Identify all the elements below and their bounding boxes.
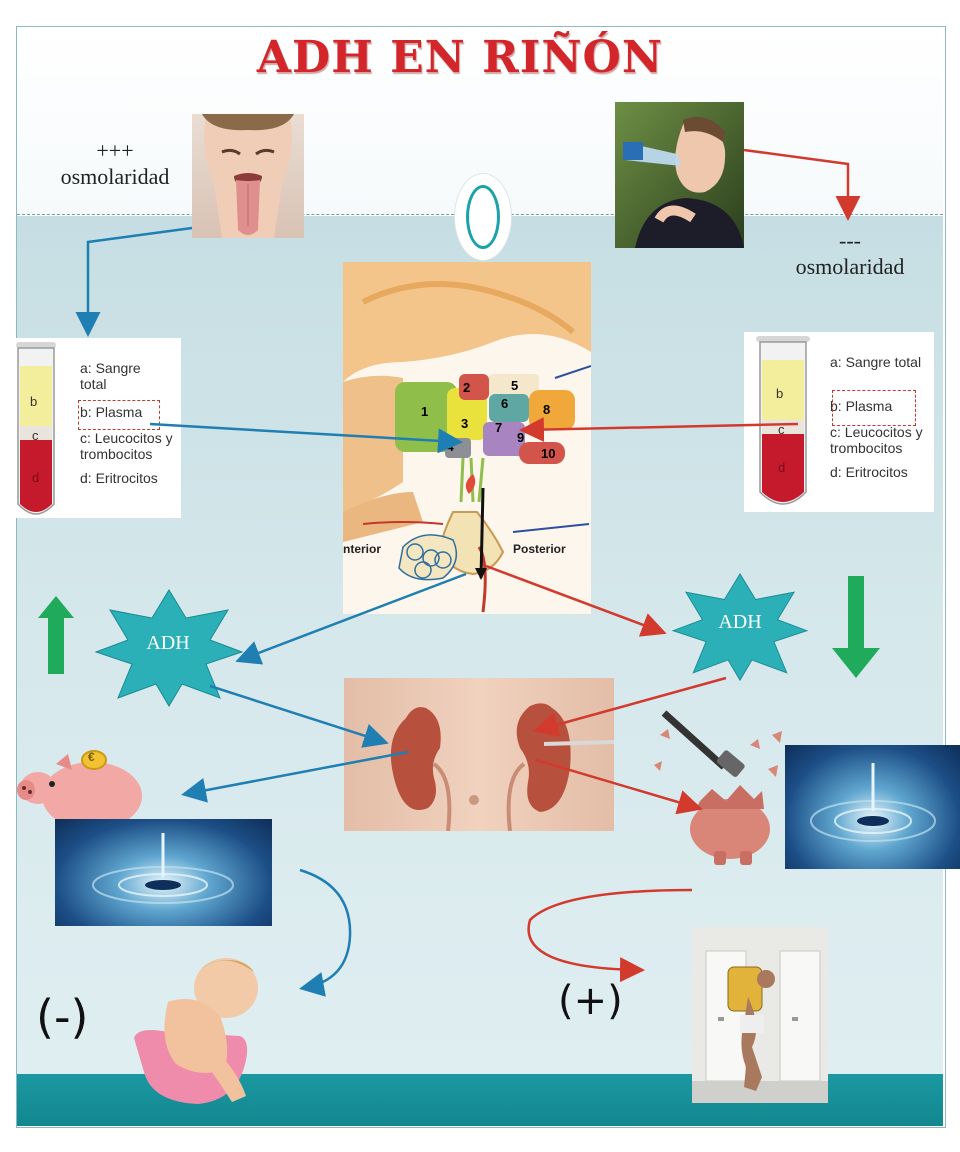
region-number-3: 3: [461, 416, 469, 431]
increase-arrow-icon: [38, 596, 74, 674]
increase-sign: (+): [558, 978, 623, 1024]
tube-legend-b: b: Plasma: [80, 404, 143, 420]
plasma-highlight-box-right: [832, 390, 916, 426]
tube-right-legend-a: a: Sangre total: [830, 354, 922, 370]
region-number-6: 6: [501, 396, 509, 411]
tube-right-legend-d: d: Eritrocitos: [830, 464, 908, 480]
high-osmolarity-level: +++: [96, 138, 134, 163]
decrease-arrow-icon: [832, 576, 880, 678]
tube-legend-c: c: Leucocitos y trombocitos: [80, 430, 173, 462]
tube-right-layer-b: b: [776, 386, 784, 401]
region-number-2: 2: [463, 380, 471, 395]
region-number-4: 4: [447, 440, 454, 454]
tube-legend-a: a: Sangre total: [80, 360, 141, 392]
center-oval-ornament: [455, 174, 511, 260]
tube-layer-c: c: [32, 428, 39, 443]
baby-on-potty-image: [128, 952, 278, 1110]
high-osmolarity-label: +++ osmolaridad: [40, 138, 190, 190]
tube-right-layer-c: c: [778, 422, 785, 437]
adh-star-right-icon: [671, 572, 809, 682]
posterior-lobe-label: Posterior: [513, 542, 566, 556]
drinking-man-image: [615, 102, 744, 248]
region-number-9: 9: [517, 430, 525, 445]
broken-piggy-bank-image: [650, 705, 800, 870]
blood-tube-card-left: b c d a: Sangre total b: Plasma c: Leuco…: [12, 338, 181, 518]
hypothalamus-pituitary-diagram: 1 2 3 4 5 6 7 8 9 10 nterior Posterior: [343, 262, 591, 614]
low-osmolarity-text: osmolaridad: [795, 254, 905, 279]
low-osmolarity-level: ---: [839, 228, 861, 253]
decrease-sign: (-): [36, 990, 89, 1044]
tube-legend-d: d: Eritrocitos: [80, 470, 158, 486]
region-number-7: 7: [495, 420, 503, 435]
anterior-lobe-label: nterior: [343, 542, 382, 556]
region-number-1: 1: [421, 404, 429, 419]
man-carrying-water-image: [692, 927, 828, 1103]
adh-star-left-icon: [94, 589, 244, 707]
tube-layer-d: d: [32, 470, 40, 485]
page-title: ADH EN RIÑÓN: [256, 32, 664, 83]
kidneys-image: [344, 678, 614, 831]
adh-label-right: ADH: [718, 611, 762, 633]
thirsty-person-image: [192, 114, 304, 238]
blood-tube-card-right: b c d a: Sangre total b: Plasma c: Leuco…: [744, 332, 934, 512]
tube-right-layer-d: d: [778, 460, 786, 475]
high-osmolarity-text: osmolaridad: [60, 164, 170, 189]
tube-right-legend-c: c: Leucocitos y trombocitos: [830, 424, 923, 456]
adh-label-left: ADH: [146, 632, 190, 654]
low-osmolarity-label: --- osmolaridad: [775, 228, 925, 280]
plasma-highlight-box: [78, 400, 160, 430]
tube-layer-b: b: [30, 394, 38, 409]
region-number-5: 5: [511, 378, 519, 393]
water-drop-image-right: [785, 745, 960, 869]
region-number-10: 10: [541, 446, 556, 461]
coin-euro-symbol: €: [88, 750, 95, 764]
tube-right-legend-b: b: Plasma: [830, 398, 893, 414]
water-drop-image-left: [55, 819, 272, 926]
region-number-8: 8: [543, 402, 551, 417]
